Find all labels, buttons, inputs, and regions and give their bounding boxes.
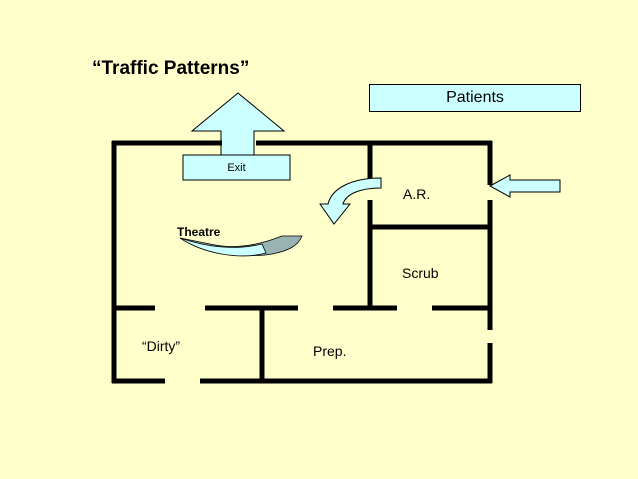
room-label-theatre: Theatre bbox=[177, 225, 221, 239]
walls bbox=[111, 140, 493, 384]
exit-box bbox=[182, 154, 291, 181]
theatre-swoosh bbox=[179, 237, 267, 257]
exit-label: Exit bbox=[227, 161, 246, 174]
patients-arrow bbox=[488, 174, 561, 198]
exit-arrow bbox=[190, 92, 286, 156]
curved-arrow bbox=[319, 177, 382, 225]
room-label-dirty: “Dirty” bbox=[142, 338, 181, 354]
diagram-title: “Traffic Patterns” bbox=[92, 58, 250, 79]
room-label-ar: A.R. bbox=[403, 186, 431, 202]
patients-label: Patients bbox=[446, 89, 504, 106]
patients-box: Patients bbox=[369, 84, 581, 112]
room-label-scrub: Scrub bbox=[402, 265, 439, 281]
room-label-prep: Prep. bbox=[313, 343, 347, 359]
